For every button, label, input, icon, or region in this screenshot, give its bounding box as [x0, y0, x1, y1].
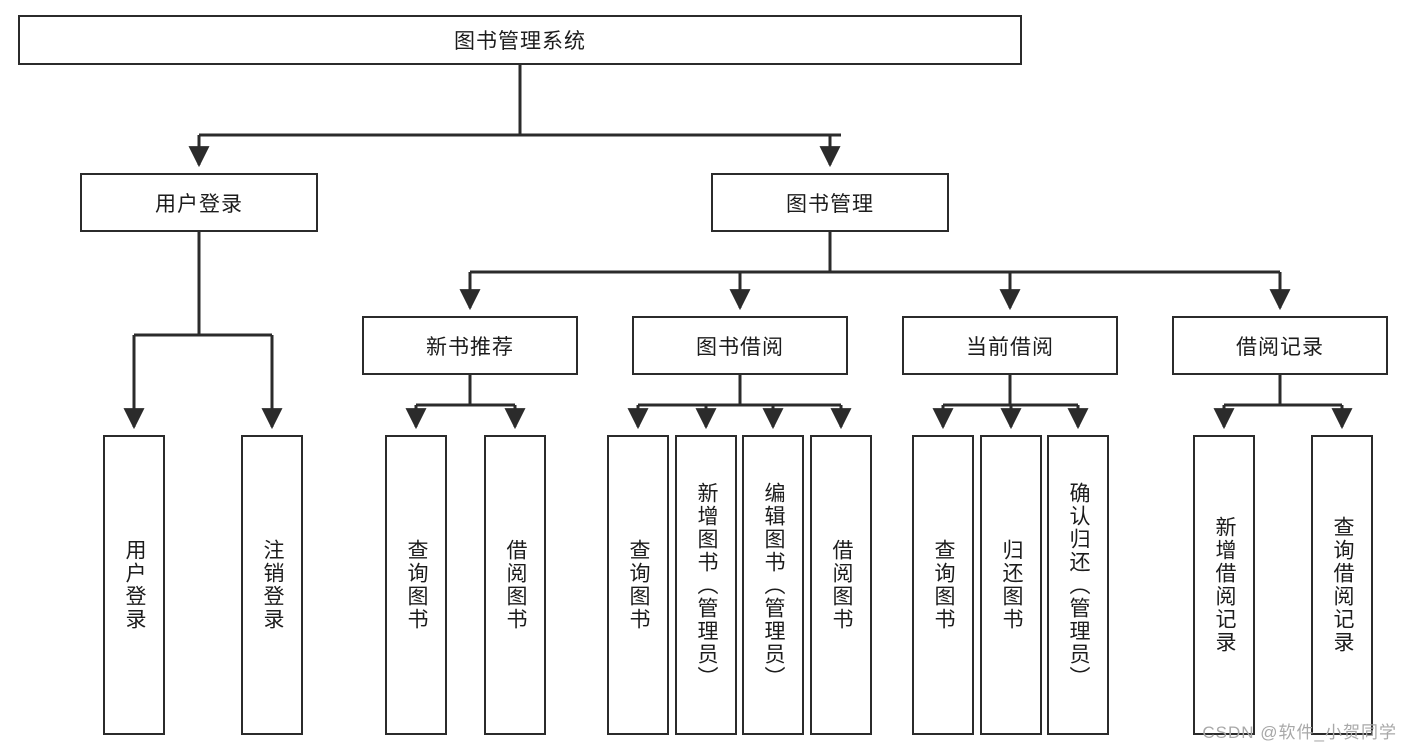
node-leaf-add-book-label: 新增图书（管理员） — [695, 481, 719, 689]
node-leaf-query-record-label: 查询借阅记录 — [1331, 516, 1355, 654]
node-leaf-edit-book[interactable]: 编辑图书（管理员） — [742, 435, 804, 735]
node-new-book-recommend[interactable]: 新书推荐 — [362, 316, 578, 375]
node-leaf-confirm-return-label: 确认归还（管理员） — [1067, 481, 1091, 689]
node-leaf-query-book-cur-label: 查询图书 — [932, 539, 956, 631]
node-leaf-user-logout-label: 注销登录 — [261, 539, 285, 631]
node-leaf-query-book-borrow[interactable]: 查询图书 — [607, 435, 669, 735]
node-root[interactable]: 图书管理系统 — [18, 15, 1022, 65]
node-leaf-borrow-book[interactable]: 借阅图书 — [810, 435, 872, 735]
node-leaf-query-book-borrow-label: 查询图书 — [627, 539, 651, 631]
node-borrow-record-label: 借阅记录 — [1236, 335, 1324, 359]
node-borrow-record[interactable]: 借阅记录 — [1172, 316, 1388, 375]
node-leaf-query-record[interactable]: 查询借阅记录 — [1311, 435, 1373, 735]
node-user-login-label: 用户登录 — [155, 192, 243, 216]
node-leaf-add-record[interactable]: 新增借阅记录 — [1193, 435, 1255, 735]
node-leaf-query-book-rec-label: 查询图书 — [405, 539, 429, 631]
node-leaf-borrow-book-rec[interactable]: 借阅图书 — [484, 435, 546, 735]
node-leaf-add-book[interactable]: 新增图书（管理员） — [675, 435, 737, 735]
node-leaf-query-book-cur[interactable]: 查询图书 — [912, 435, 974, 735]
node-leaf-user-login-label: 用户登录 — [123, 539, 147, 631]
node-leaf-add-record-label: 新增借阅记录 — [1213, 516, 1237, 654]
node-current-borrow-label: 当前借阅 — [966, 335, 1054, 359]
watermark-text: CSDN @软件_小贺同学 — [1202, 723, 1397, 742]
node-leaf-return-book-label: 归还图书 — [1000, 539, 1024, 631]
node-new-book-recommend-label: 新书推荐 — [426, 335, 514, 359]
node-leaf-edit-book-label: 编辑图书（管理员） — [762, 481, 786, 689]
node-leaf-borrow-book-rec-label: 借阅图书 — [504, 539, 528, 631]
node-book-borrow[interactable]: 图书借阅 — [632, 316, 848, 375]
node-current-borrow[interactable]: 当前借阅 — [902, 316, 1118, 375]
node-root-label: 图书管理系统 — [454, 30, 586, 53]
node-leaf-query-book-rec[interactable]: 查询图书 — [385, 435, 447, 735]
node-book-manage-label: 图书管理 — [786, 192, 874, 216]
node-book-manage[interactable]: 图书管理 — [711, 173, 949, 232]
node-leaf-return-book[interactable]: 归还图书 — [980, 435, 1042, 735]
node-leaf-confirm-return[interactable]: 确认归还（管理员） — [1047, 435, 1109, 735]
node-leaf-user-logout[interactable]: 注销登录 — [241, 435, 303, 735]
node-book-borrow-label: 图书借阅 — [696, 335, 784, 359]
node-leaf-user-login[interactable]: 用户登录 — [103, 435, 165, 735]
node-user-login[interactable]: 用户登录 — [80, 173, 318, 232]
node-leaf-borrow-book-label: 借阅图书 — [830, 539, 854, 631]
